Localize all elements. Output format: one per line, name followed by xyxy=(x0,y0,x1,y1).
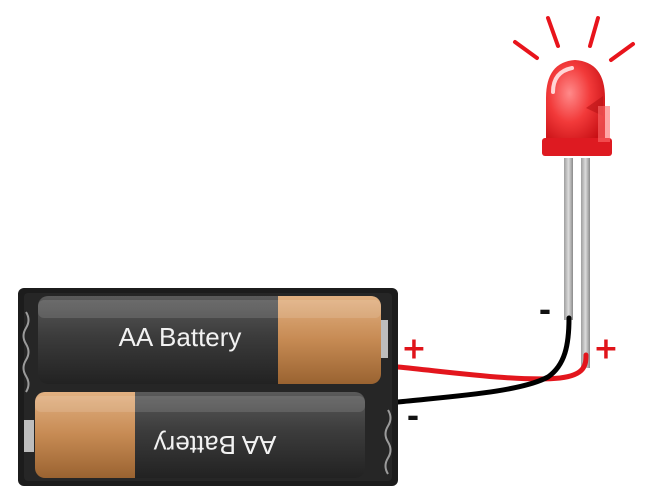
bottom-battery: AA Battery xyxy=(35,392,365,478)
battery-label: AA Battery xyxy=(119,322,242,352)
light-ray xyxy=(546,16,560,48)
led-lead-cathode xyxy=(564,158,573,320)
spring-coil xyxy=(22,311,30,393)
top-battery: AA Battery xyxy=(38,296,381,384)
battery-holder: AA Battery AA Battery xyxy=(18,288,398,486)
light-ray xyxy=(609,42,635,62)
battery-label-inverted: AA Battery xyxy=(154,430,277,460)
led-plus-sign: + xyxy=(593,332,618,367)
light-ray xyxy=(588,16,600,48)
led-lead-anode xyxy=(581,158,590,368)
holder-plus-sign: + xyxy=(401,332,426,367)
terminal-contact xyxy=(378,320,388,358)
led-minus-sign: - xyxy=(539,294,551,329)
led-bulb xyxy=(542,60,612,156)
holder-minus-sign: - xyxy=(407,400,419,435)
terminal-contact xyxy=(24,420,34,452)
spring-coil xyxy=(384,409,392,475)
black-wire xyxy=(395,315,572,405)
led-rim xyxy=(542,138,612,156)
led-light-rays xyxy=(513,16,635,62)
light-ray xyxy=(513,40,539,60)
